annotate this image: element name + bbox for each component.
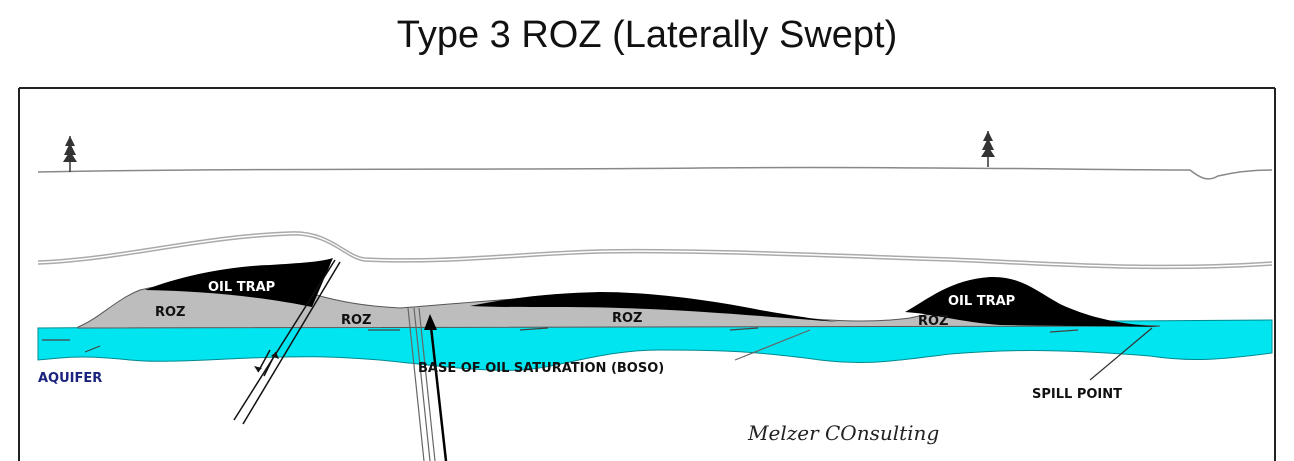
roz-label: ROZ — [155, 305, 186, 320]
spill-point-pointer — [1089, 327, 1153, 381]
roz-label: ROZ — [918, 314, 949, 329]
upper-strata-line — [37, 234, 1273, 270]
ground-surface-line — [37, 166, 1273, 180]
boso-label: BASE OF OIL SATURATION (BOSO) — [418, 361, 664, 376]
pointer-arrowhead — [424, 314, 437, 330]
upper-strata-line — [37, 231, 1273, 267]
roz-label: ROZ — [612, 311, 643, 326]
oil-trap-label: OIL TRAP — [948, 294, 1015, 309]
pointer-arrow — [428, 317, 448, 461]
diagram-frame — [18, 87, 1276, 461]
aquifer-label: AQUIFER — [38, 371, 102, 386]
credit-signature: Melzer COnsulting — [747, 421, 939, 445]
diagram-title: Type 3 ROZ (Laterally Swept) — [396, 14, 898, 56]
flow-arrows — [42, 327, 1079, 353]
boso-pointer — [407, 307, 811, 461]
oil-trap — [145, 258, 333, 307]
tree-icon — [63, 136, 77, 172]
spill-point-label: SPILL POINT — [1032, 387, 1122, 402]
oil-trap-label: OIL TRAP — [208, 280, 275, 295]
oil-accumulation — [470, 292, 840, 322]
roz-label: ROZ — [341, 313, 372, 328]
tree-icon — [981, 131, 995, 167]
fault-arrow — [254, 366, 262, 372]
oil-trap — [905, 276, 1160, 327]
fault-arrow — [271, 352, 279, 359]
aquifer-layer — [37, 319, 1273, 371]
